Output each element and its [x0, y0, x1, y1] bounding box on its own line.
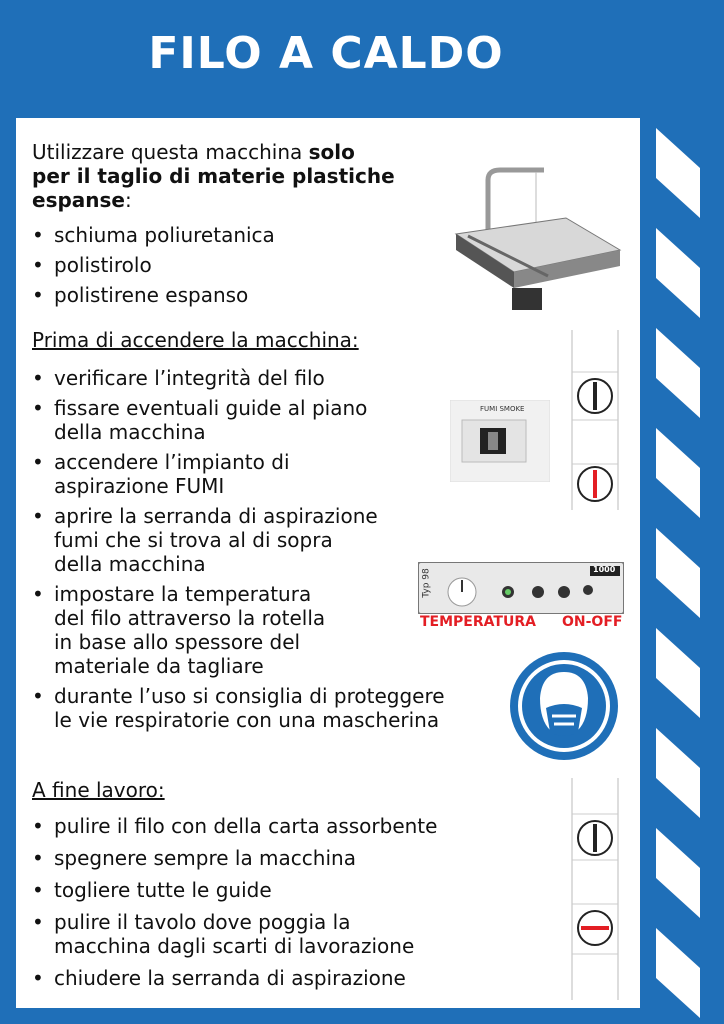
panel-brand: 1000: [593, 565, 616, 574]
list-item: durante l’uso si consiglia di proteggere…: [30, 684, 445, 732]
intro-prefix: Utilizzare questa macchina: [32, 140, 309, 164]
intro-bold-line2: per il taglio di materie plastiche: [32, 164, 395, 188]
intro-list: schiuma poliuretanica polistirolo polist…: [30, 220, 275, 310]
damper-close-diagram: [571, 778, 619, 1000]
intro-text: Utilizzare questa macchina solo per il t…: [32, 140, 452, 212]
stripe: [656, 728, 700, 818]
list-item: spegnere sempre la macchina: [30, 846, 437, 870]
list-item: pulire il tavolo dove poggia lamacchina …: [30, 910, 437, 958]
mask-required-icon: [510, 652, 618, 760]
section-heading-after: A fine lavoro:: [32, 778, 165, 802]
stripe: [656, 428, 700, 518]
stripe: [656, 528, 700, 618]
list-item: schiuma poliuretanica: [30, 220, 275, 250]
caption-on-off: ON-OFF: [562, 614, 623, 630]
stripe: [656, 928, 700, 1018]
list-item: togliere tutte le guide: [30, 878, 437, 902]
list-item: polistirene espanso: [30, 280, 275, 310]
stripe: [656, 328, 700, 418]
stripe: [656, 228, 700, 318]
hot-wire-machine-image: [454, 167, 622, 310]
stripe: [656, 828, 700, 918]
panel-type-label: Typ 98: [421, 568, 432, 598]
list-item: pulire il filo con della carta assorbent…: [30, 814, 437, 838]
list-item: polistirolo: [30, 250, 275, 280]
hazard-stripes: [652, 118, 724, 1024]
intro-bold-line3: espanse: [32, 188, 125, 212]
after-list: pulire il filo con della carta assorbent…: [30, 814, 437, 990]
caption-temperatura: TEMPERATURA: [420, 614, 536, 630]
section-heading-before: Prima di accendere la macchina:: [32, 328, 359, 352]
page-title: FILO A CALDO: [148, 28, 504, 79]
switch-label: FUMI SMOKE: [480, 405, 525, 413]
list-item: verificare l’integrità del filo: [30, 366, 445, 390]
intro-bold-solo: solo: [308, 140, 355, 164]
control-panel-image: [418, 562, 624, 614]
intro-suffix: :: [125, 188, 132, 212]
fumi-switch-image: [450, 400, 550, 482]
damper-open-diagram: [571, 330, 619, 510]
stripe: [656, 628, 700, 718]
list-item: chiudere la serranda di aspirazione: [30, 966, 437, 990]
before-list: verificare l’integrità del filo fissare …: [30, 366, 445, 732]
stripe: [656, 128, 700, 218]
